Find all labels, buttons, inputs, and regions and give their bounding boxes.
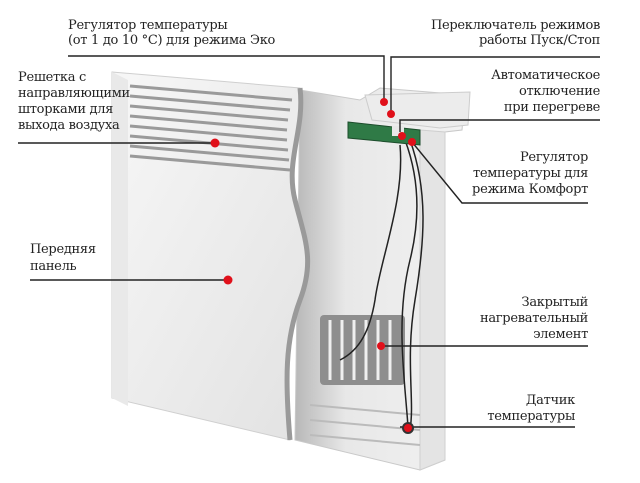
- label-line: (от 1 до 10 °С) для режима Эко: [68, 33, 276, 48]
- marker-overheat: [398, 132, 406, 140]
- label-line: панель: [30, 259, 77, 274]
- marker-switch: [387, 110, 395, 118]
- label-line: работы Пуск/Стоп: [479, 33, 600, 48]
- label-line: выхода воздуха: [18, 118, 120, 133]
- label-line: Регулятор: [519, 150, 588, 165]
- marker-panel: [223, 275, 233, 285]
- wires: [339, 139, 424, 431]
- label-line: температуры: [487, 409, 575, 424]
- back-housing: [294, 87, 471, 471]
- label-line: Передняя: [30, 242, 96, 257]
- label-line: при перегреве: [503, 100, 600, 115]
- label-line: направляющими: [18, 86, 130, 101]
- markers: [210, 98, 416, 434]
- label-overheat-cutoff: Автоматическое отключение при перегреве: [491, 68, 600, 116]
- label-line: Переключатель режимов: [430, 18, 600, 33]
- marker-heating: [377, 342, 385, 350]
- marker-grille: [210, 138, 220, 148]
- label-comfort-regulator: Регулятор температуры для режима Комфорт: [472, 150, 588, 198]
- label-line: Автоматическое: [491, 68, 600, 83]
- label-heating-element: Закрытый нагревательный элемент: [480, 295, 588, 343]
- label-line: Датчик: [525, 393, 575, 408]
- marker-sensor: [402, 422, 414, 434]
- label-line: Закрытый: [521, 295, 589, 310]
- label-mode-switch: Переключатель режимов работы Пуск/Стоп: [431, 18, 600, 48]
- front-panel-art: [111, 71, 311, 441]
- label-line: Решетка с: [18, 70, 87, 85]
- label-front-panel: Передняя панель: [30, 241, 96, 275]
- leader-lines: [18, 55, 600, 428]
- label-line: Регулятор температуры: [68, 18, 228, 33]
- label-eco-regulator: Регулятор температуры (от 1 до 10 °С) дл…: [68, 18, 275, 48]
- label-temp-sensor: Датчик температуры: [487, 393, 575, 425]
- label-line: режима Комфорт: [472, 182, 588, 197]
- label-grille: Решетка с направляющими шторками для вых…: [18, 70, 130, 134]
- label-line: отключение: [518, 84, 600, 99]
- label-line: нагревательный: [479, 311, 588, 326]
- label-line: температуры для: [472, 166, 588, 181]
- heating-element-art: [309, 315, 421, 446]
- label-line: элемент: [533, 327, 588, 342]
- label-line: шторками для: [18, 102, 114, 117]
- marker-comfort: [408, 138, 416, 146]
- marker-eco: [380, 98, 388, 106]
